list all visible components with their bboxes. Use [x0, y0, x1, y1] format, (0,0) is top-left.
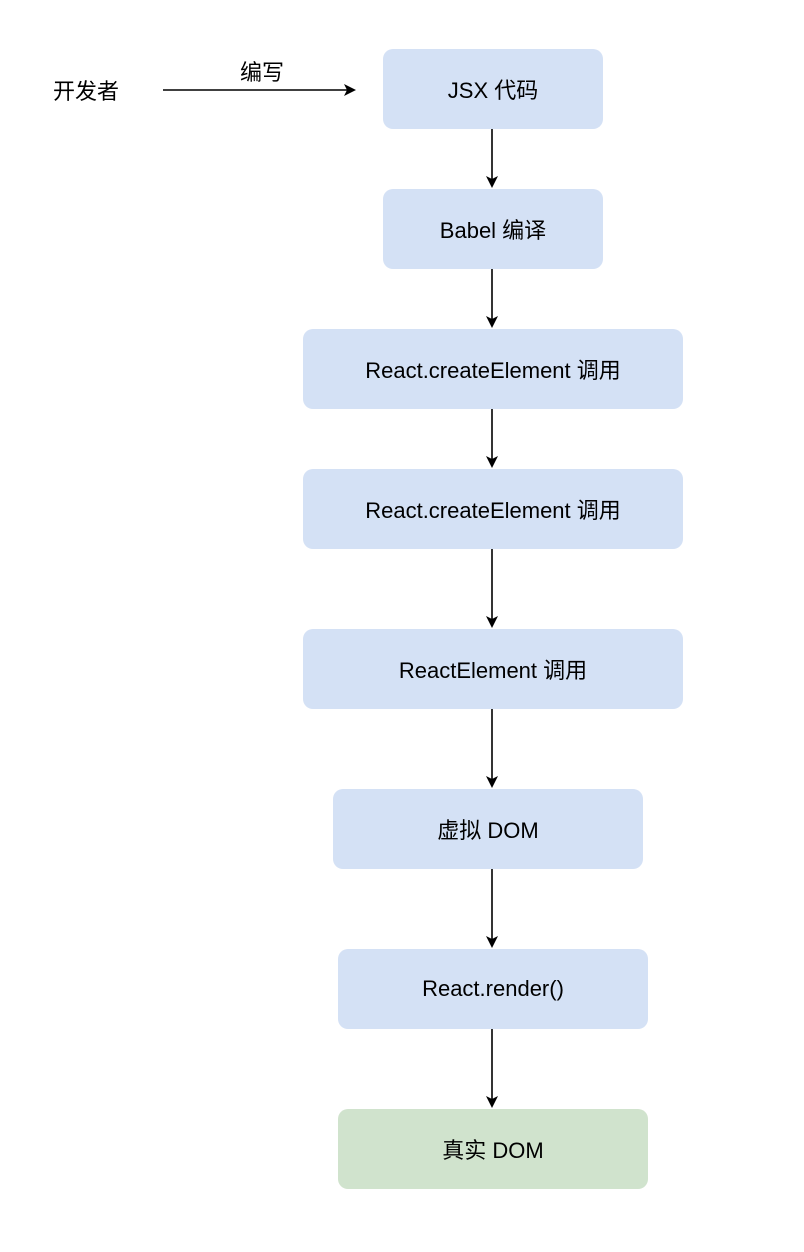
step-real-dom: 真实 DOM [338, 1109, 648, 1189]
write-edge-label: 编写 [240, 60, 285, 85]
step-virtual-dom: 虚拟 DOM [333, 789, 643, 869]
step-babel-compile: Babel 编译 [383, 189, 603, 269]
step-jsx-code: JSX 代码 [383, 49, 603, 129]
step-react-element-call: ReactElement 调用 [303, 629, 683, 709]
step-react-render: React.render() [338, 949, 648, 1029]
step-create-element-call-2: React.createElement 调用 [303, 469, 683, 549]
developer-label: 开发者 [53, 79, 120, 104]
step-create-element-call-1: React.createElement 调用 [303, 329, 683, 409]
